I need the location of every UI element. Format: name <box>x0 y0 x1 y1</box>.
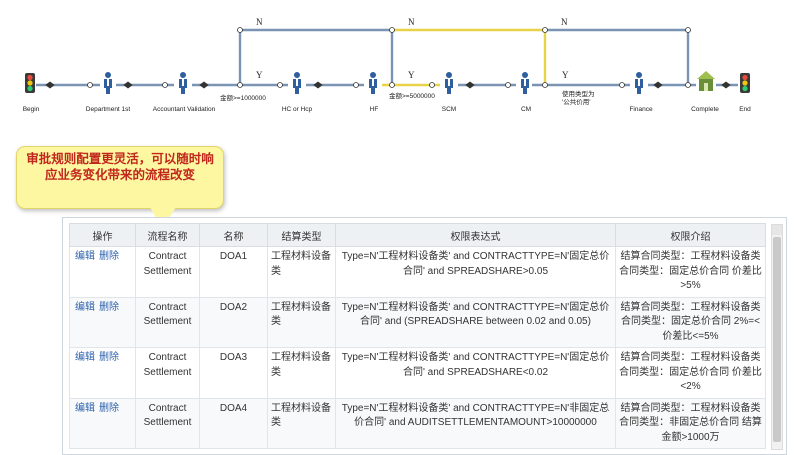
delete-link[interactable]: 删除 <box>99 352 119 363</box>
branch-yes-label: Y <box>408 70 415 80</box>
node-label-hf: HF <box>370 106 379 113</box>
delete-link[interactable]: 删除 <box>99 251 119 262</box>
row-actions: 编辑删除 <box>69 347 136 399</box>
header-expression: 权限表达式 <box>335 223 616 247</box>
branch-no-label: N <box>408 17 415 27</box>
person-icon <box>369 72 377 94</box>
cell-type: 工程材料设备类 <box>267 347 336 399</box>
node-label-accountant: Accountant Validation <box>153 106 216 113</box>
node-label-scm: SCM <box>442 106 456 113</box>
cell-flow: Contract Settlement <box>135 296 200 348</box>
header-flow-name: 流程名称 <box>135 223 200 247</box>
edit-link[interactable]: 编辑 <box>75 251 95 262</box>
table-row: 编辑删除 Contract Settlement DOA1 工程材料设备类 Ty… <box>69 246 766 298</box>
person-icon <box>179 72 187 94</box>
traffic-light-icon <box>25 73 35 93</box>
row-actions: 编辑删除 <box>69 397 136 449</box>
edit-link[interactable]: 编辑 <box>75 402 95 414</box>
cell-expression: Type=N'工程材料设备类' and CONTRACTTYPE=N'固定总价合… <box>335 246 616 298</box>
person-icon <box>521 72 529 94</box>
cell-name: DOA2 <box>199 296 268 348</box>
condition-usage-type: 使用类型为 <box>562 89 595 98</box>
cell-description: 结算合同类型：工程材料设备类 合同类型：固定总价合同 价差比<2% <box>615 347 766 399</box>
cell-description: 结算合同类型：工程材料设备类 合同类型：固定总价合同 价差比>5% <box>615 246 766 298</box>
rules-table: 操作 流程名称 名称 结算类型 权限表达式 权限介绍 编辑删除 Contract… <box>69 223 766 449</box>
branch-yes-label: Y <box>256 70 263 80</box>
cell-name: DOA4 <box>199 397 268 449</box>
header-actions: 操作 <box>69 223 136 247</box>
node-label-department: Department 1st <box>86 106 131 113</box>
cell-flow: Contract Settlement <box>135 347 200 399</box>
scroll-thumb[interactable] <box>773 237 781 442</box>
cell-type: 工程材料设备类 <box>267 296 336 348</box>
node-label-finance: Finance <box>629 106 653 113</box>
node-label-begin: Begin <box>23 106 40 113</box>
complete-icon <box>697 71 715 91</box>
cell-description: 结算合同类型：工程材料设备类 合同类型：非固定总价合同 结算金额>1000万 <box>615 397 766 449</box>
cell-name: DOA3 <box>199 347 268 399</box>
row-actions: 编辑删除 <box>69 246 136 298</box>
node-label-end: End <box>739 106 751 113</box>
branch-yes-label: Y <box>562 70 569 80</box>
flow-lines <box>36 28 738 87</box>
person-icon <box>293 72 301 94</box>
cell-type: 工程材料设备类 <box>267 397 336 449</box>
edit-link[interactable]: 编辑 <box>75 301 95 313</box>
cell-description: 结算合同类型：工程材料设备类 合同类型：固定总价合同 2%=<价差比<=5% <box>615 296 766 348</box>
cell-expression: Type=N'工程材料设备类' and CONTRACTTYPE=N'固定总价合… <box>335 296 616 348</box>
header-name: 名称 <box>199 223 268 247</box>
cell-expression: Type=N'工程材料设备类' and CONTRACTTYPE=N'固定总价合… <box>335 347 616 399</box>
table-header-row: 操作 流程名称 名称 结算类型 权限表达式 权限介绍 <box>69 223 766 247</box>
node-label-cm: CM <box>521 106 531 113</box>
rules-grid: 操作 流程名称 名称 结算类型 权限表达式 权限介绍 编辑删除 Contract… <box>62 217 787 455</box>
scroll-up-icon[interactable] <box>772 225 782 235</box>
node-label-complete: Complete <box>691 106 719 113</box>
header-settlement-type: 结算类型 <box>267 223 336 247</box>
person-icon <box>104 72 112 94</box>
person-icon <box>635 72 643 94</box>
branch-no-label: N <box>256 17 263 27</box>
cell-name: DOA1 <box>199 246 268 298</box>
cell-flow: Contract Settlement <box>135 246 200 298</box>
traffic-light-icon <box>740 73 750 93</box>
condition-amount-1m: 金额>=1000000 <box>220 93 266 102</box>
flow-connectors <box>45 27 731 89</box>
callout-note: 审批规则配置更灵活，可以随时响应业务变化带来的流程改变 <box>16 146 224 209</box>
cell-flow: Contract Settlement <box>135 397 200 449</box>
delete-link[interactable]: 删除 <box>99 301 119 313</box>
table-row: 编辑删除 Contract Settlement DOA2 工程材料设备类 Ty… <box>69 296 766 348</box>
condition-usage-value: '公共价用' <box>562 97 590 106</box>
table-row: 编辑删除 Contract Settlement DOA4 工程材料设备类 Ty… <box>69 397 766 449</box>
edit-link[interactable]: 编辑 <box>75 352 95 363</box>
delete-link[interactable]: 删除 <box>99 402 119 414</box>
person-icon <box>445 72 453 94</box>
table-row: 编辑删除 Contract Settlement DOA3 工程材料设备类 Ty… <box>69 347 766 399</box>
node-label-hc: HC or Hcp <box>282 106 313 113</box>
row-actions: 编辑删除 <box>69 296 136 348</box>
vertical-scrollbar[interactable] <box>771 224 783 450</box>
cell-expression: Type=N'工程材料设备类' and CONTRACTTYPE=N'非固定总价… <box>335 397 616 449</box>
condition-amount-5m: 金额>=5000000 <box>389 91 435 100</box>
branch-no-label: N <box>561 17 568 27</box>
header-description: 权限介绍 <box>615 223 766 247</box>
workflow-diagram: Begin Department 1st Accountant Validati… <box>23 17 751 113</box>
cell-type: 工程材料设备类 <box>267 246 336 298</box>
